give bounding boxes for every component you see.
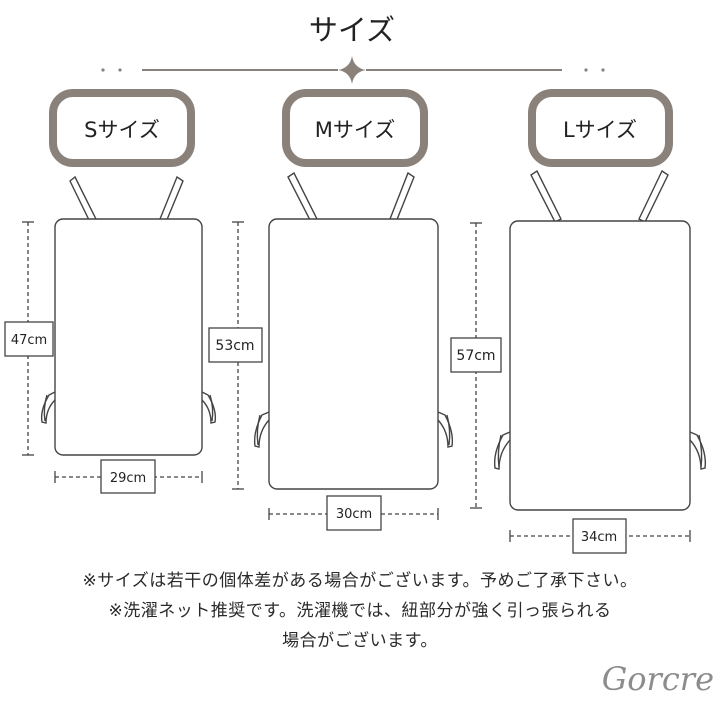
size-m-label-frame [282,89,428,167]
size-s-label: Sサイズ [84,118,160,142]
size-s-width-value: 29cm [110,471,146,486]
page-title: サイズ [309,13,395,47]
size-m-loops [253,411,454,448]
size-l-label: Lサイズ [563,118,637,142]
title-divider [101,56,605,84]
note-line-3: 場合がございます。 [282,631,438,651]
size-l-cover [509,220,691,511]
size-s-width-box [100,459,156,494]
size-s-label-frame [49,89,195,167]
size-l-straps [530,169,669,223]
size-s-group: Sサイズ 47cm [4,89,217,494]
sparkle-icon [338,56,366,84]
size-l-label-frame [528,89,673,167]
size-m-cover [268,218,439,490]
size-l-width-value: 34cm [581,530,617,545]
size-l-height-value: 57cm [456,348,495,364]
size-l-loops [493,431,707,470]
size-l-width-box [572,518,627,554]
size-l-group: Lサイズ 57cm [450,89,707,554]
size-m-straps [287,171,415,223]
size-m-width-value: 30cm [336,507,372,522]
size-s-straps [69,175,184,223]
size-s-loops [40,391,217,424]
size-m-height-box [208,327,263,363]
size-m-label: Mサイズ [315,118,396,142]
size-s-height-box [4,321,54,357]
note-line-1: ※サイズは若干の個体差がある場合がございます。予めご了承下さい。 [82,571,638,591]
size-s-cover [54,218,203,456]
brand-logo: Gorcre [601,660,714,698]
size-l-width-dim [509,530,691,542]
note-line-2: ※洗濯ネット推奨です。洗濯機では、紐部分が強く引っ張られる [108,601,612,621]
size-s-height-value: 47cm [11,333,47,348]
size-s-height-dim [22,221,34,456]
size-m-height-value: 53cm [215,338,254,354]
size-l-height-box [450,337,502,373]
size-m-width-box [326,495,382,531]
size-m-group: Mサイズ 53cm [208,89,454,531]
